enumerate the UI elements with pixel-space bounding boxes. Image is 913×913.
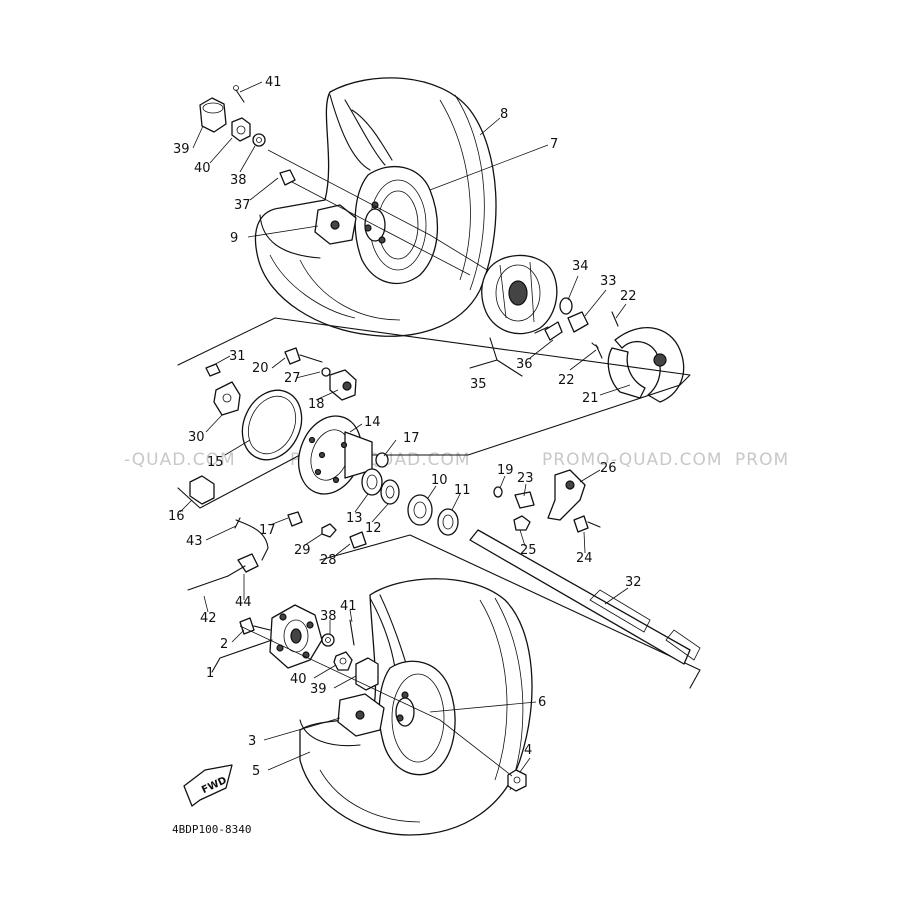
axle-shaft-32 (469, 529, 701, 665)
callout-24: 24 (576, 551, 593, 566)
brake-hub-14 (298, 415, 373, 495)
callout-10: 10 (431, 473, 448, 488)
bolt-17-lower (287, 511, 303, 527)
seal-34 (559, 297, 573, 315)
callout-20: 20 (252, 361, 269, 376)
callout-40-lower: 40 (290, 672, 307, 687)
pin-42 (187, 575, 229, 591)
callout-41-lower: 41 (340, 599, 357, 614)
callout-43: 43 (186, 534, 203, 549)
callout-35: 35 (470, 377, 487, 392)
callout-22-upper: 22 (620, 289, 637, 304)
leader-lines (179, 81, 631, 773)
bearing-12 (380, 479, 400, 505)
watermark-1: -QUAD.COM (124, 450, 236, 470)
callout-36: 36 (516, 357, 533, 372)
bearing-10 (407, 494, 433, 526)
callout-16: 16 (168, 509, 185, 524)
lower-rim (378, 660, 456, 776)
callout-42: 42 (200, 611, 217, 626)
callout-17-upper: 17 (403, 431, 420, 446)
callout-37: 37 (234, 198, 251, 213)
nut-29 (321, 523, 337, 538)
sensor-16 (189, 475, 215, 505)
callout-6: 6 (538, 695, 546, 710)
nut-39-lower (355, 657, 379, 691)
callout-29: 29 (294, 543, 311, 558)
callout-1: 1 (206, 666, 214, 681)
callout-25: 25 (520, 543, 537, 558)
callout-40-upper: 40 (194, 161, 211, 176)
callout-12: 12 (365, 521, 382, 536)
middle-group-outline (177, 317, 691, 509)
callouts: 41 8 7 39 40 38 37 9 34 33 22 36 35 22 2… (168, 75, 642, 779)
brake-arm-26 (547, 469, 586, 521)
callout-34: 34 (572, 259, 589, 274)
callout-28: 28 (320, 553, 337, 568)
seal-ring-15 (241, 389, 303, 461)
callout-5: 5 (252, 764, 260, 779)
callout-38-upper: 38 (230, 173, 247, 188)
watermark-3: PROMO-QUAD.COM (542, 450, 723, 470)
callout-39-upper: 39 (173, 142, 190, 157)
callout-15: 15 (207, 455, 224, 470)
callout-4: 4 (524, 743, 532, 758)
bolt-20 (284, 347, 301, 365)
bracket-23 (514, 491, 535, 509)
washer-40-lower (333, 651, 353, 671)
circlip-19 (493, 486, 503, 498)
brake-drum (481, 254, 558, 335)
callout-26: 26 (600, 461, 617, 476)
lower-group-outline (319, 534, 701, 689)
bearing-13 (361, 468, 383, 496)
callout-14: 14 (364, 415, 381, 430)
callout-21: 21 (582, 391, 599, 406)
callout-32: 32 (625, 575, 642, 590)
callout-11: 11 (454, 483, 471, 498)
brake-shoe (591, 311, 685, 403)
callout-33: 33 (600, 274, 617, 289)
upper-rim (354, 165, 439, 284)
callout-19: 19 (497, 463, 514, 478)
pin-41-lower (349, 619, 355, 646)
fitting-44 (237, 553, 259, 573)
collar-33 (567, 311, 589, 333)
diagram-code: 4BDP100-8340 (172, 823, 251, 836)
callout-18: 18 (308, 397, 325, 412)
callout-22-lower: 22 (558, 373, 575, 388)
callout-39-lower: 39 (310, 682, 327, 697)
callout-2: 2 (220, 637, 228, 652)
callout-44: 44 (235, 595, 252, 610)
nut-25 (513, 515, 531, 531)
lower-hub-1 (269, 604, 323, 669)
seal-11 (437, 508, 459, 536)
callout-3: 3 (248, 734, 256, 749)
collar-17 (375, 452, 389, 468)
callout-7: 7 (550, 137, 558, 152)
callout-41-upper: 41 (265, 75, 282, 90)
upper-hardware (199, 85, 296, 186)
callout-27: 27 (284, 371, 301, 386)
callout-38-lower: 38 (320, 609, 337, 624)
nut-4 (507, 769, 527, 792)
watermark-4: PROM (735, 450, 789, 470)
bolt-28 (349, 531, 367, 549)
brake-cable-43 (235, 519, 269, 561)
callout-9: 9 (230, 231, 238, 246)
callout-13: 13 (346, 511, 363, 526)
bolt-36 (544, 321, 563, 341)
callout-17-lower: 17 (259, 523, 276, 538)
washer-38-lower (321, 633, 335, 647)
callout-31: 31 (229, 349, 246, 364)
fwd-arrow: FWD (183, 764, 233, 807)
bolt-24 (573, 515, 589, 533)
hub-plate-30 (213, 381, 241, 416)
callout-8: 8 (500, 107, 508, 122)
callout-30: 30 (188, 430, 205, 445)
callout-23: 23 (517, 471, 534, 486)
